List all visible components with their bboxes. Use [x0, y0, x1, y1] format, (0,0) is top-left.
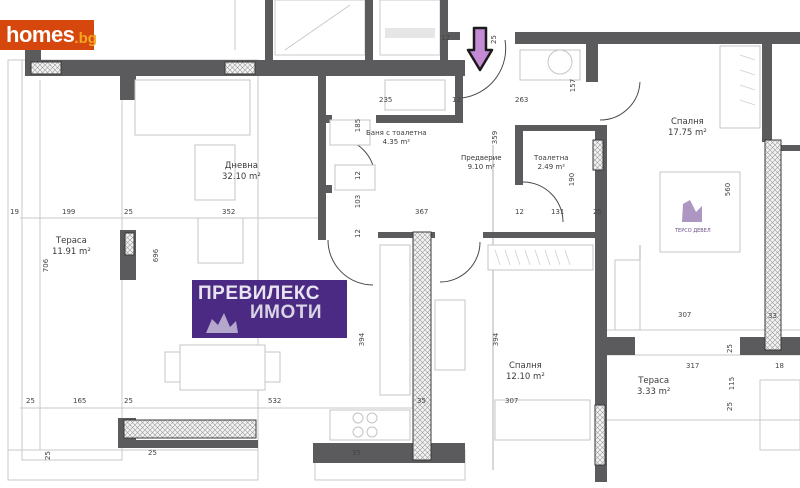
- dimension-label: 317: [686, 362, 700, 370]
- dimension-label: 696: [152, 248, 161, 263]
- dimension-label: 307: [678, 311, 692, 319]
- dimension-label: 25: [593, 208, 602, 216]
- dimension-label: 25: [124, 397, 133, 405]
- room-label-terrace-east: Тераса 3.33 m²: [637, 377, 670, 396]
- dimension-label: 532: [268, 397, 282, 405]
- dimension-label: 263: [515, 96, 529, 104]
- dimension-label: 199: [62, 208, 76, 216]
- room-name: Дневна: [224, 161, 258, 171]
- dimension-label: 307: [505, 397, 519, 405]
- dimension-label: 12: [441, 34, 450, 42]
- dimension-label: 18: [775, 362, 784, 370]
- room-name: Спалня: [508, 361, 542, 371]
- logo-domain: .bg: [74, 29, 97, 47]
- dimension-label: 35: [352, 449, 361, 457]
- dimension-label: 25: [26, 397, 35, 405]
- room-name: Тоалетна: [534, 154, 569, 162]
- arrow-down-icon: [466, 26, 494, 72]
- dimension-label: 157: [569, 78, 578, 93]
- homes-bg-logo: homes .bg: [0, 20, 97, 50]
- room-area: 2.49 m²: [537, 163, 565, 171]
- dimension-label: 352: [222, 208, 236, 216]
- dimension-label: 25: [725, 402, 734, 411]
- developer-watermark: ТЕРСО ДЕВЕЛ: [663, 198, 723, 242]
- room-label-terrace-west: Тераса 11.91 m²: [52, 237, 91, 256]
- dimension-label: 25: [43, 451, 52, 460]
- dimension-label: 12: [353, 229, 362, 238]
- buildings-icon: [206, 313, 238, 333]
- room-label-hallway: Предверие 9.10 m²: [461, 155, 502, 171]
- room-area: 12.10 m²: [506, 371, 545, 382]
- room-label-toilet: Тоалетна 2.49 m²: [534, 155, 569, 171]
- room-area: 9.10 m²: [467, 163, 496, 171]
- room-area: 32.10 m²: [222, 171, 261, 182]
- room-label-bathroom: Баня с тоалетна 4.35 m²: [366, 130, 427, 146]
- dimension-label: 103: [354, 194, 363, 209]
- dimension-label: 235: [379, 96, 393, 104]
- dimension-label: 33: [768, 312, 777, 320]
- dimension-label: 12: [353, 171, 362, 180]
- insulated-walls: [30, 61, 782, 466]
- agency-logo-line2: ИМОТИ: [250, 302, 323, 323]
- room-area: 17.75 m²: [668, 127, 707, 138]
- dimension-label: 367: [415, 208, 429, 216]
- dimension-label: 115: [728, 376, 737, 391]
- dimension-label: 25: [124, 208, 133, 216]
- dimension-label: 12: [515, 208, 524, 216]
- room-area: 4.35 m²: [382, 138, 410, 146]
- dimension-label: 19: [10, 208, 19, 216]
- dimension-label: 25: [489, 35, 498, 44]
- room-label-bedroom-small: Спалня 12.10 m²: [506, 362, 545, 381]
- developer-logo-icon: [682, 200, 702, 222]
- room-area: 3.33 m²: [637, 386, 671, 397]
- dimension-label: 190: [568, 172, 577, 187]
- room-label-bedroom-large: Спалня 17.75 m²: [668, 118, 707, 137]
- dimension-label: 560: [724, 182, 733, 197]
- agency-logo-line1: ПРЕВИЛЕКС: [198, 283, 320, 304]
- dimension-label: 35: [417, 397, 426, 405]
- upper-neighbour-rooms: [274, 0, 441, 56]
- developer-watermark-text: ТЕРСО ДЕВЕЛ: [675, 228, 711, 234]
- room-name: Предверие: [461, 154, 502, 162]
- room-name: Тераса: [55, 236, 87, 246]
- dimension-label: 25: [148, 449, 157, 457]
- dimension-label: 706: [42, 258, 51, 273]
- dimension-label: 131: [551, 208, 565, 216]
- room-label-living: Дневна 32.10 m²: [222, 162, 261, 181]
- logo-word: homes: [6, 22, 75, 47]
- room-name: Баня с тоалетна: [366, 129, 427, 137]
- room-area: 11.91 m²: [52, 246, 91, 257]
- dimension-label: 25: [725, 344, 734, 353]
- dimension-label: 185: [354, 118, 363, 133]
- dimension-label: 394: [492, 332, 501, 347]
- dimension-label: 165: [73, 397, 87, 405]
- room-name: Спалня: [670, 117, 704, 127]
- agency-logo: ПРЕВИЛЕКС ИМОТИ: [192, 280, 347, 338]
- room-name: Тераса: [638, 376, 670, 386]
- furniture: [134, 45, 761, 441]
- dimension-label: 12: [452, 96, 461, 104]
- dimension-label: 394: [358, 332, 367, 347]
- dimension-label: 359: [491, 130, 500, 145]
